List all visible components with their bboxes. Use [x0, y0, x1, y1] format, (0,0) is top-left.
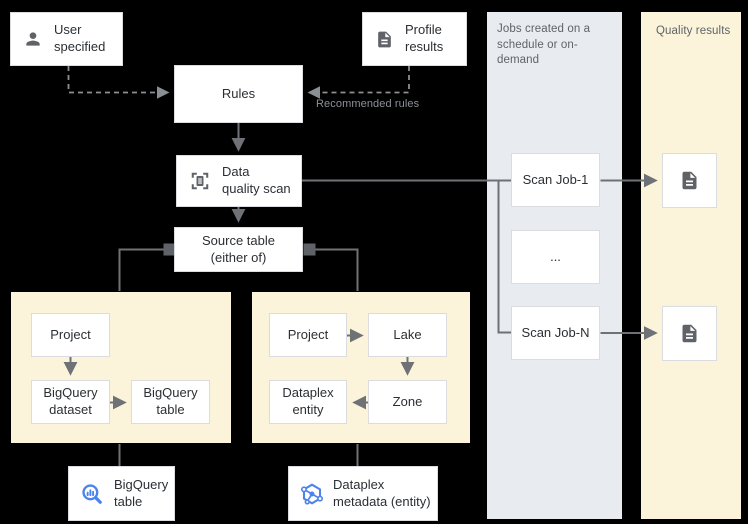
- recommended-rules-label: Recommended rules: [316, 98, 420, 110]
- bq-table-node: BigQuery table: [131, 380, 210, 424]
- dataplex-project-node: Project: [269, 313, 347, 357]
- source-table-node: Source table (either of): [174, 227, 303, 272]
- user-to-rules-dashed-arrow: [67, 66, 170, 99]
- dataplex-project-label: Project: [287, 326, 329, 342]
- scan-job-1-label: Scan Job-1: [522, 171, 589, 187]
- quality-result-n-node: [662, 306, 717, 361]
- bigquery-magnifier-icon: [82, 483, 102, 504]
- profile-to-rules-dashed-arrow: [307, 66, 410, 99]
- rules-label: Rules: [221, 85, 256, 101]
- scan-job-n-label: Scan Job-N: [521, 324, 590, 340]
- quality-results-label: Quality results: [656, 25, 731, 37]
- user-specified-label: User specified: [54, 22, 106, 54]
- user-specified-node: User specified: [10, 12, 123, 66]
- source-left-branch-line: [118, 248, 169, 291]
- bq-table-label: BigQuery table: [143, 385, 198, 417]
- scan-job-n-node: Scan Job-N: [511, 306, 600, 360]
- jobs-column-label: Jobs created on a schedule or on-demand: [497, 23, 591, 67]
- data-quality-scan-label: Data quality scan: [222, 164, 291, 196]
- document-icon: [682, 171, 697, 190]
- source-table-label: Source table (either of): [202, 232, 275, 265]
- scan-job-ellipsis-node: ...: [511, 230, 600, 284]
- source-right-branch-line: [309, 248, 359, 291]
- bq-dataset-node: BigQuery dataset: [31, 380, 110, 424]
- scan-job-ellipsis-label: ...: [550, 248, 561, 264]
- scan-frame-icon: [191, 172, 209, 190]
- quality-results-panel: [641, 12, 741, 519]
- dataplex-metadata-bottom-label: Dataplex metadata (entity): [333, 476, 431, 509]
- bq-dataset-label: BigQuery dataset: [43, 385, 98, 417]
- bq-project-label: Project: [50, 326, 91, 342]
- dataplex-entity-node: Dataplex entity: [269, 380, 347, 424]
- profile-results-label: Profile results: [405, 22, 444, 54]
- document-icon: [378, 31, 391, 47]
- quality-result-1-node: [662, 153, 717, 208]
- data-quality-scan-node: Data quality scan: [176, 155, 302, 207]
- bigquery-table-bottom-node: BigQuery table: [68, 466, 175, 521]
- dataplex-hexagon-icon: [301, 483, 323, 505]
- source-right-connector-square: [303, 243, 316, 256]
- bottom-margin-strip: [0, 524, 748, 531]
- person-icon: [26, 32, 40, 46]
- zone-node: Zone: [368, 380, 447, 424]
- zone-label: Zone: [392, 393, 423, 409]
- lake-node: Lake: [368, 313, 447, 357]
- lake-label: Lake: [393, 326, 422, 342]
- scan-job-1-node: Scan Job-1: [511, 153, 600, 207]
- profile-results-node: Profile results: [362, 12, 467, 66]
- bq-project-node: Project: [31, 313, 110, 357]
- dataplex-metadata-bottom-node: Dataplex metadata (entity): [288, 466, 438, 521]
- dataplex-entity-label: Dataplex entity: [282, 385, 334, 417]
- bigquery-table-bottom-label: BigQuery table: [114, 476, 169, 509]
- rules-node: Rules: [174, 65, 303, 123]
- document-icon: [682, 324, 697, 343]
